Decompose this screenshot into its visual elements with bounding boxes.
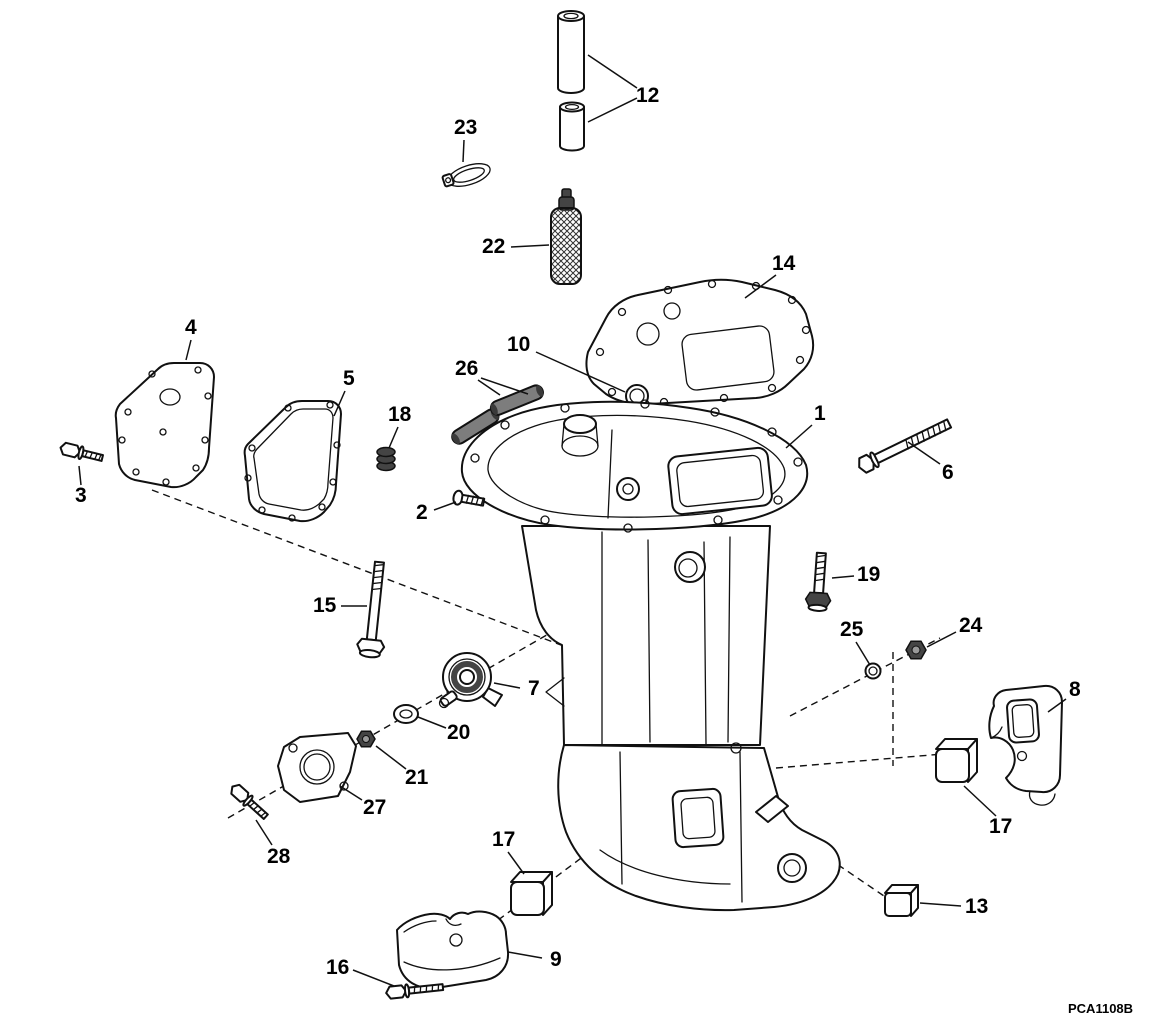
part-13-cube	[884, 884, 919, 917]
part-15-vertical-bolt	[356, 560, 386, 659]
part-16-bottom-bolt	[385, 983, 445, 1000]
callout-17-left: 17	[492, 828, 516, 851]
callout-3: 3	[75, 484, 87, 507]
part-8-bracket	[988, 684, 1063, 806]
callout-7: 7	[528, 677, 540, 700]
callout-8: 8	[1069, 678, 1081, 701]
callout-14: 14	[772, 252, 796, 275]
part-25-small-oring	[864, 662, 882, 680]
callout-5: 5	[343, 367, 355, 390]
callout-28: 28	[267, 845, 291, 868]
callout-leader-lines	[78, 54, 1067, 987]
part-24-nut	[905, 640, 927, 660]
callout-2: 2	[416, 501, 428, 524]
callout-27: 27	[363, 796, 387, 819]
part-6-long-bolt	[858, 418, 953, 474]
callout-9: 9	[550, 948, 562, 971]
part-18-grommet	[376, 446, 396, 472]
callout-6: 6	[942, 461, 954, 484]
part-21-nut	[356, 730, 376, 748]
part-17-block-right	[935, 738, 978, 783]
callout-20: 20	[447, 721, 471, 744]
callout-17-right: 17	[989, 815, 1013, 838]
callout-19: 19	[857, 563, 881, 586]
callout-26: 26	[455, 357, 479, 380]
part-26-hoses	[451, 384, 544, 445]
callout-1: 1	[814, 402, 826, 425]
callout-23: 23	[454, 116, 478, 139]
part-27-exhaust-plate	[277, 732, 357, 803]
callout-18: 18	[388, 403, 412, 426]
part-17-block-left	[510, 871, 553, 916]
callout-24: 24	[959, 614, 983, 637]
part-9-cradle-mount	[396, 910, 510, 990]
callout-16: 16	[326, 956, 350, 979]
callout-22: 22	[482, 235, 506, 258]
part-7-rubber-mount	[438, 652, 503, 709]
callout-13: 13	[965, 895, 989, 918]
drawing-part-code: PCA1108B	[1068, 1001, 1134, 1016]
part-3-small-bolt	[59, 441, 104, 462]
part-28-small-bolt	[230, 783, 269, 820]
part-22-filter	[550, 188, 582, 285]
part-5-side-gasket	[243, 400, 342, 523]
part-14-gasket-plate	[585, 278, 815, 407]
part-19-stud-bolt	[804, 551, 832, 612]
callout-25: 25	[840, 618, 864, 641]
callout-4: 4	[185, 316, 197, 339]
part-4-side-plate	[114, 362, 215, 489]
callout-12: 12	[636, 84, 660, 107]
part-12-tubes	[557, 10, 585, 152]
callout-21: 21	[405, 766, 429, 789]
part-2-screw	[452, 489, 486, 507]
callout-10: 10	[507, 333, 531, 356]
callout-15: 15	[313, 594, 337, 617]
part-20-washer	[393, 704, 419, 724]
part-1-exhaust-housing	[460, 399, 841, 912]
part-23-clamp	[441, 163, 491, 188]
